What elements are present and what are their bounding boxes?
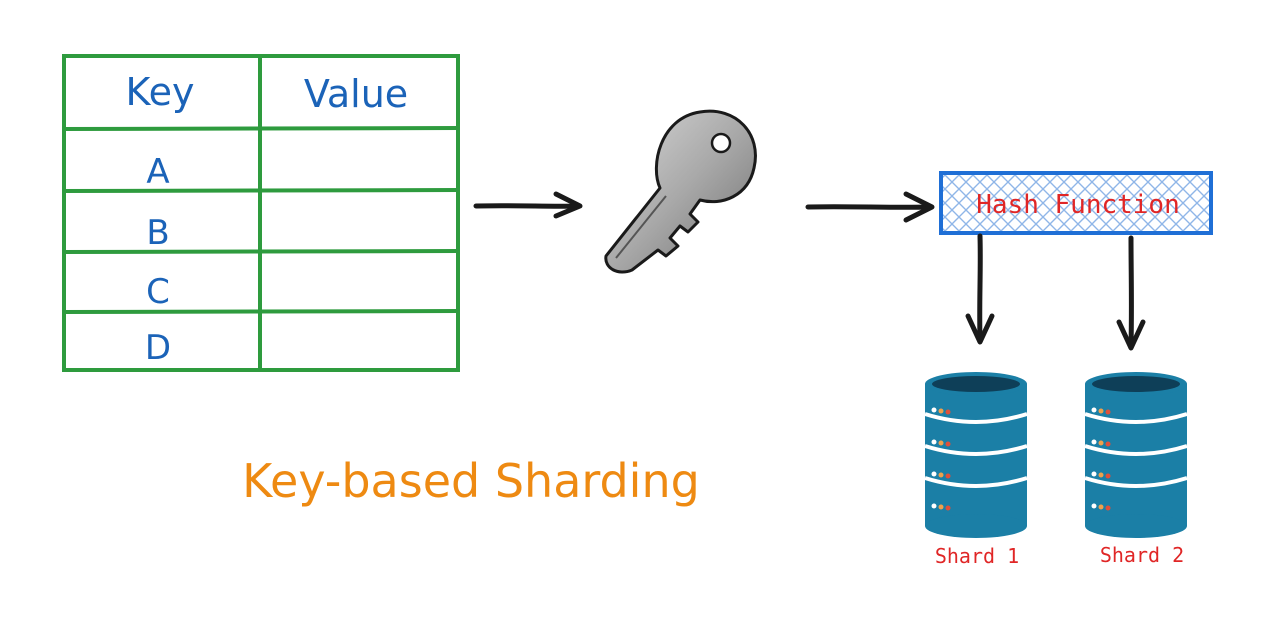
shard-label: Shard 1: [935, 544, 1019, 568]
table-header-key: Key: [126, 70, 195, 114]
arrow-key-to-hash: [805, 191, 935, 223]
arrow-table-to-key: [473, 191, 583, 219]
table-cell-key: D: [145, 328, 171, 368]
table-cell-key: C: [146, 272, 170, 312]
database-icon: [924, 372, 1028, 538]
arrow-hash-to-shard-2: [1116, 235, 1146, 351]
key-icon: [604, 109, 757, 274]
table-cell-key: B: [146, 213, 169, 253]
hash-function-label: Hash Function: [976, 190, 1180, 220]
table-cell-key: A: [146, 152, 169, 192]
diagram-title: Key-based Sharding: [242, 454, 700, 508]
table-header-value: Value: [304, 72, 408, 116]
arrow-hash-to-shard-1: [965, 233, 995, 345]
shard-label: Shard 2: [1100, 543, 1184, 567]
hash-function-box: Hash Function: [939, 171, 1213, 235]
database-icon: [1084, 372, 1188, 538]
key-value-table: Key Value A B C D: [61, 54, 461, 372]
